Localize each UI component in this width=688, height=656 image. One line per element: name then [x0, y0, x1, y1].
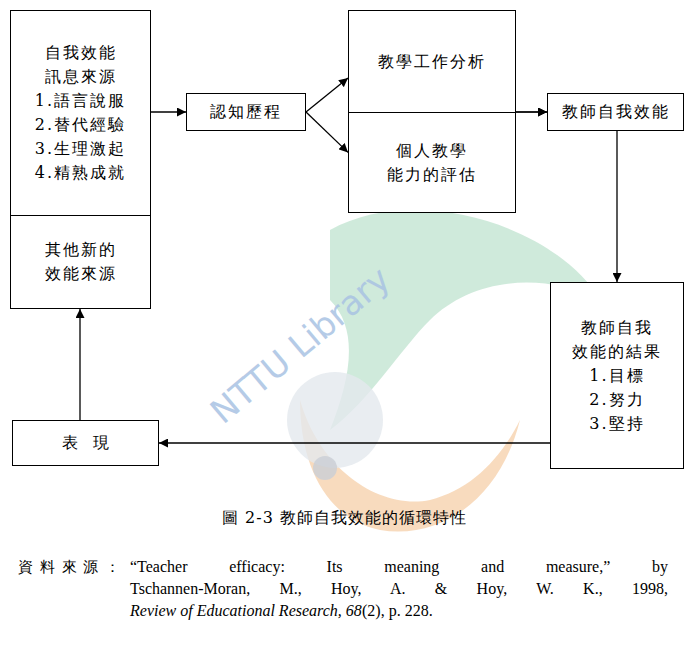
assessment-box: 個人教學 能力的評估 — [348, 112, 516, 213]
node-text: 1.語言說服 — [35, 89, 126, 113]
performance-box: 表 現 — [12, 420, 159, 466]
node-text: 個人教學 能力的評估 — [387, 139, 477, 187]
arrow-connector — [79, 309, 80, 420]
watermark-text: NTTU Library — [203, 259, 398, 432]
node-text: 教師自我 效能的結果 — [572, 316, 662, 364]
node-text: 2.替代經驗 — [35, 113, 126, 137]
node-text: 1.目標 — [589, 364, 644, 388]
node-text: 教學工作分析 — [378, 50, 486, 74]
citation-issue: (2), p. 228. — [362, 600, 433, 622]
node-text: 3.生理激起 — [35, 137, 126, 161]
figure-caption: 圖 2-3 教師自我效能的循環特性 — [222, 507, 467, 529]
node-text: 表 現 — [62, 431, 109, 455]
node-text: 自我效能 訊息來源 — [45, 41, 117, 89]
citation-line: “Teacher efficacy: Its meaning and measu… — [130, 556, 668, 578]
efficacy-box: 教師自我效能 — [547, 93, 684, 131]
node-text: 教師自我效能 — [562, 100, 670, 124]
source-heading: 資 料 來 源 ： — [18, 556, 121, 578]
source-box: 自我效能 訊息來源1.語言說服2.替代經驗3.生理激起4.精熟成就 — [10, 10, 151, 216]
new-source-box: 其他新的 效能來源 — [10, 215, 151, 309]
analysis-box: 教學工作分析 — [348, 10, 516, 113]
node-text: 3.堅持 — [589, 412, 644, 436]
arrow-connector — [616, 131, 617, 282]
arrow-connector — [306, 112, 348, 152]
arrow-connector — [151, 111, 186, 112]
node-text: 4.精熟成就 — [35, 161, 126, 185]
process-box: 認知歷程 — [186, 93, 306, 131]
arrow-connector — [306, 78, 348, 112]
outcome-box: 教師自我 效能的結果1.目標2.努力3.堅持 — [550, 282, 684, 469]
node-text: 其他新的 效能來源 — [45, 238, 117, 286]
arrow-connector — [159, 442, 550, 443]
citation-line: Tschannen-Moran, M., Hoy, A. & Hoy, W. K… — [130, 578, 668, 600]
node-text: 認知歷程 — [210, 100, 282, 124]
node-text: 2.努力 — [589, 388, 644, 412]
arrow-connector — [516, 111, 547, 112]
journal-title: Review of Educational Research, 68 — [130, 600, 362, 622]
watermark-disc — [287, 372, 383, 468]
watermark-disc-hole — [313, 456, 337, 480]
arrow-connector — [516, 111, 547, 112]
